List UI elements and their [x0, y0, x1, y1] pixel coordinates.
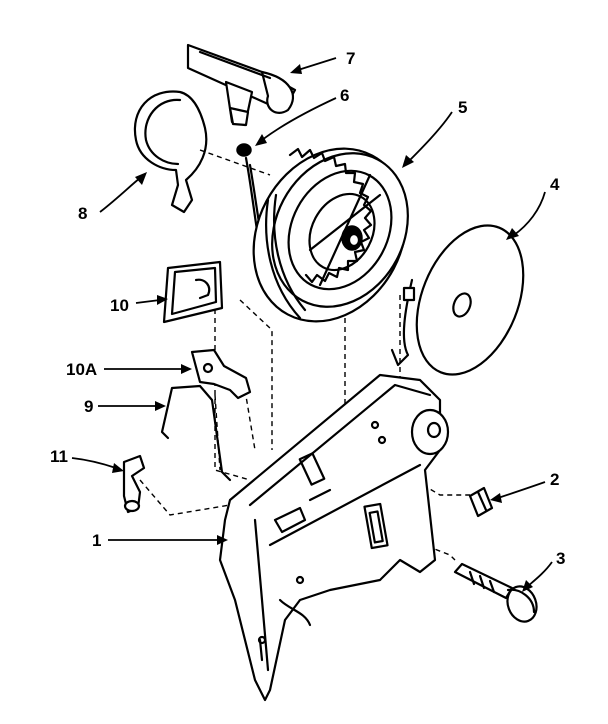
callout-10a: 10A	[66, 360, 97, 379]
part-3-bolt	[453, 562, 538, 623]
part-1-starter-bracket	[218, 373, 450, 702]
callout-10: 10	[110, 296, 129, 315]
part-10-pawl-plate	[162, 260, 224, 324]
callout-11: 11	[50, 447, 68, 466]
part-10a-pawl	[190, 348, 252, 400]
part-4-rewind-spring	[390, 224, 525, 376]
part-2-nut	[468, 486, 494, 518]
callout-5: 5	[458, 98, 467, 117]
callout-8: 8	[78, 204, 87, 223]
part-11-clip	[122, 454, 146, 514]
callout-2: 2	[550, 470, 559, 489]
part-9-wire-spring	[160, 384, 232, 482]
callout-leader-lines	[71, 57, 553, 592]
part-7-starter-handle	[186, 43, 297, 127]
part-8-rope-guide-spring	[133, 90, 208, 214]
callout-9: 9	[84, 397, 93, 416]
callout-3: 3	[556, 549, 565, 568]
callout-7: 7	[346, 49, 355, 68]
callout-1: 1	[92, 531, 101, 550]
callout-6: 6	[340, 86, 349, 105]
callout-4: 4	[550, 175, 560, 194]
callout-labels: 7 6 5 4 8 10 10A 9 11 1 2 3	[50, 49, 565, 568]
part-5-pulley	[252, 147, 409, 323]
